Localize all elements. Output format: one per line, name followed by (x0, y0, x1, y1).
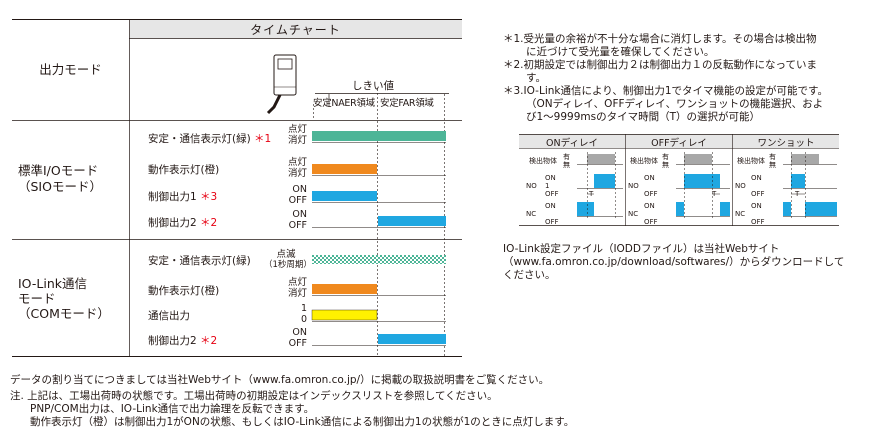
timer-panel-labels: 検出物体 有 無 NO ON OFF NC ON OFF T (628, 153, 717, 226)
timer-panel-labels: 検出物体 有 無 NO ON 1 OFF 0 NC ON OFF T (526, 153, 594, 226)
sio-row-level: 点灯消灯 (287, 124, 307, 146)
footnotes-right: ＊1.受光量の余裕が不十分な場合に消灯します。その場合は検出物 に近づけて受光量… (503, 33, 828, 123)
com-row-label: 制御出力2 ＊2 (148, 335, 218, 347)
com-orange-signal (312, 284, 377, 294)
timer-header-on-delay: ONディレイ (546, 138, 598, 149)
sio-out2-signal (378, 216, 446, 226)
com-row-level: 点灯消灯 (287, 277, 307, 299)
bottom-notes: データの割り当てにつきましては当社Webサイト（www.fa.omron.co.… (10, 374, 575, 428)
iodd-note: IO-Link設定ファイル（IODDファイル）は当社Webサイト （www.fa… (503, 243, 845, 281)
output-mode-label: 出力モード (39, 62, 102, 77)
timer-panel-labels: 検出物体 有 無 NO ON OFF NC ON OFF T (735, 153, 800, 226)
com-green-blink-signal (312, 255, 446, 264)
threshold-label: しきい値 (352, 80, 394, 92)
sio-row-label: 安定・通信表示灯(緑) ＊1 (148, 133, 272, 145)
timing-chart-header: タイムチャート (250, 23, 341, 37)
sio-mode-label: 標準I/Oモード （SIOモード） (18, 163, 102, 194)
sio-orange-signal (312, 164, 377, 174)
sio-signals (312, 131, 446, 228)
region-near-label: 安定NAER領域 (313, 98, 375, 109)
sensor-icon (266, 54, 297, 115)
com-row-level: 点滅（1秒周期） (264, 249, 312, 270)
sio-row-level: 点灯消灯 (287, 157, 307, 179)
com-row-label: 動作表示灯(橙) (148, 285, 220, 297)
one-shot-diagram (783, 152, 837, 220)
com-row-label: 安定・通信表示灯(緑) (148, 255, 251, 267)
sio-green-signal (312, 131, 446, 141)
timer-header-off-delay: OFFディレイ (651, 138, 707, 149)
com-out2-signal (378, 334, 446, 344)
com-comm-signal (311, 309, 378, 321)
sio-row-label: 動作表示灯(橙) (148, 164, 220, 176)
sio-row-label: 制御出力2 ＊2 (148, 217, 218, 229)
on-delay-diagram (577, 152, 623, 220)
timing-table-frame (12, 19, 462, 357)
sio-out1-signal (312, 191, 377, 201)
timer-mode-table: ONディレイ OFFディレイ ワンショット 検出物体 有 無 NO ON 1 O… (519, 134, 839, 226)
timer-mode-frame (519, 134, 839, 226)
timer-header-one-shot: ワンショット (757, 138, 815, 149)
region-far-label: 安定FAR領域 (380, 98, 434, 109)
off-delay-diagram (676, 152, 730, 220)
com-mode-label: IO-Link通信 モード （COMモード） (18, 276, 110, 321)
sio-row-label: 制御出力1 ＊3 (148, 191, 218, 203)
timing-table: タイムチャート 出力モード しきい値 安定NAER領域 安定FAR領域 標準I/… (12, 19, 462, 357)
com-signals (311, 255, 446, 346)
com-row-label: 通信出力 (148, 310, 190, 322)
